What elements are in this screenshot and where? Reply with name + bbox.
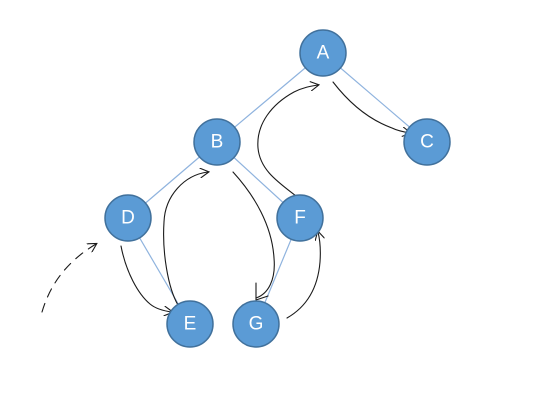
node-d: D [104, 194, 152, 242]
node-e: E [166, 300, 214, 348]
traversal-arrows [41, 81, 410, 319]
node-c-label: C [420, 132, 434, 153]
node-a: A [299, 29, 347, 77]
traversal-arrow-e-to-b [163, 172, 208, 306]
node-g: G [232, 300, 280, 348]
traversal-arrow-g-to-f [286, 232, 320, 319]
tree-nodes: A B C D E F G [104, 29, 451, 348]
traversal-arrow-b-to-g [232, 171, 275, 299]
node-f-label: F [294, 208, 306, 229]
node-b-label: B [211, 132, 224, 153]
traversal-arrow-a-to-c [332, 81, 410, 133]
node-g-label: G [249, 314, 264, 335]
node-d-label: D [121, 208, 135, 229]
tree-edges [127, 52, 428, 325]
traversal-start-arrow [41, 244, 96, 313]
node-c: C [403, 118, 451, 166]
node-e-label: E [184, 314, 197, 335]
node-b: B [193, 118, 241, 166]
traversal-arrow-d-to-e [120, 245, 172, 312]
traversal-arrow-f-to-a [257, 85, 318, 197]
traversal-arrow-b-to-g-tick [255, 282, 269, 301]
node-f: F [276, 194, 324, 242]
node-a-label: A [317, 43, 330, 64]
